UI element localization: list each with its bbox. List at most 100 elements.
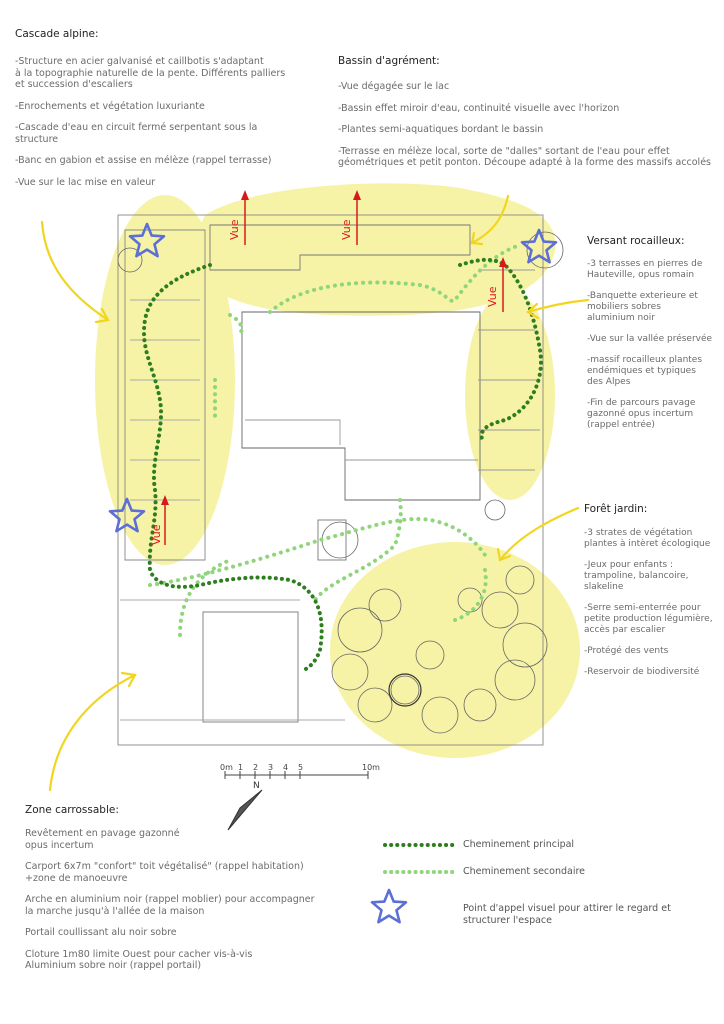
secondary-path	[453, 568, 488, 622]
arrow-versant-head	[526, 302, 540, 320]
scale-bar: 0m 1 2 3 4 5 10m	[220, 763, 380, 779]
tree	[463, 688, 497, 722]
sketch-bench	[317, 519, 347, 561]
secondary-path	[268, 243, 522, 314]
cascade-item: -Banc en gabion et assise en mélèze (rap…	[15, 155, 272, 166]
legend-star-icon	[370, 888, 408, 924]
tree	[337, 607, 383, 653]
versant-item: -Fin de parcours pavage gazonné opus inc…	[587, 398, 696, 430]
highlight-versant	[465, 290, 555, 500]
sketch-carport	[202, 611, 299, 723]
tree	[494, 659, 536, 701]
focal-stars	[108, 222, 558, 533]
star-icon	[520, 228, 558, 264]
zone-item: Carport 6x7m "confort" toit végétalisé" …	[25, 861, 304, 884]
secondary-path	[228, 313, 244, 334]
sketch-terrace-top	[209, 224, 471, 271]
foret-item: -Serre semi-enterrée pour petite product…	[584, 603, 713, 635]
highlight-foret	[330, 542, 580, 758]
view-label: Vue	[340, 219, 353, 240]
view-label: Vue	[150, 524, 163, 545]
tree	[390, 675, 420, 705]
view-label: Vue	[486, 286, 499, 307]
scale-label: 1	[238, 763, 243, 772]
bassin-title: Bassin d'agrément:	[338, 55, 440, 67]
tree	[481, 591, 519, 629]
zone-item: Revêtement en pavage gazonné opus incert…	[25, 828, 180, 851]
tree	[505, 565, 535, 595]
secondary-paths	[148, 243, 522, 637]
sketch-versant-terraces	[478, 269, 540, 471]
scale-label: 10m	[362, 763, 380, 772]
bassin-item: -Terrasse en mélèze local, sorte de "dal…	[338, 145, 711, 169]
foret-item: -Jeux pour enfants : trampoline, balanco…	[584, 560, 689, 592]
versant-description: -3 terrasses en pierres de Hauteville, o…	[587, 259, 722, 441]
main-path	[142, 263, 324, 672]
legend-symbols	[370, 843, 460, 924]
tree	[331, 653, 369, 691]
zone-item: Cloture 1m80 limite Ouest pour cacher vi…	[25, 948, 253, 972]
arrow-versant	[526, 298, 590, 314]
versant-item: -Banquette exterieure et mobiliers sobre…	[587, 291, 698, 323]
zone-title: Zone carrossable:	[25, 804, 119, 816]
legend-star-label: Point d'appel visuel pour attirer le reg…	[463, 903, 671, 926]
versant-item: -3 terrasses en pierres de Hauteville, o…	[587, 259, 703, 280]
cascade-title: Cascade alpine:	[15, 28, 99, 40]
foret-item: -3 strates de végétation plantes à intèr…	[584, 528, 711, 549]
tree	[421, 696, 459, 734]
tree	[321, 521, 359, 559]
view-label: Vue	[228, 219, 241, 240]
svg-text:N: N	[253, 781, 260, 791]
pointer-arrows	[40, 194, 590, 792]
sketch-driveway	[120, 599, 345, 721]
view-arrows: Vue Vue Vue Vue	[150, 190, 507, 545]
serre-greenhouse	[388, 673, 422, 707]
arrow-bassin-head	[470, 231, 484, 246]
scale-label: 3	[268, 763, 273, 772]
sketch-cascade-steps	[130, 299, 200, 501]
bassin-description: -Vue dégagée sur le lac -Bassin effet mi…	[338, 81, 723, 179]
north-arrow-icon: N	[227, 781, 263, 831]
scale-label: 5	[298, 763, 303, 772]
cascade-item: -Structure en acier galvanisé et caillbo…	[15, 56, 286, 90]
secondary-path	[178, 558, 232, 637]
foret-description: -3 strates de végétation plantes à intèr…	[584, 528, 722, 688]
main-paths	[142, 257, 543, 672]
legend-principal-label: Cheminement principal	[463, 839, 575, 850]
secondary-path	[313, 498, 403, 602]
versant-item: -Vue sur la vallée préservée	[587, 334, 713, 344]
tree	[502, 622, 548, 668]
view-arrow-1: Vue	[228, 190, 249, 245]
scale-label: 2	[253, 763, 258, 772]
zone-highlights	[95, 183, 580, 758]
legend-secondary-label: Cheminement secondaire	[463, 866, 586, 877]
arrow-foret-head	[496, 547, 512, 562]
arrow-bassin	[470, 194, 510, 245]
versant-item: -massif rocailleux plantes endémiques et…	[587, 355, 703, 387]
scale-label: 4	[283, 763, 288, 772]
sketch-house	[241, 311, 481, 501]
view-arrow-4: Vue	[150, 495, 169, 545]
star-icon	[128, 222, 166, 258]
tree	[357, 687, 393, 723]
tree	[415, 640, 445, 670]
cascade-item: -Vue sur le lac mise en valeur	[15, 176, 156, 188]
tree	[526, 231, 564, 269]
tree	[484, 499, 506, 521]
arrow-cascade	[40, 220, 110, 322]
secondary-path	[148, 517, 490, 587]
cascade-item: -Cascade d'eau en circuit fermé serpenta…	[15, 122, 258, 145]
arrow-cascade-head	[94, 307, 110, 324]
sketch-cascade-structure	[124, 229, 206, 561]
arrow-zone-head	[120, 671, 137, 688]
highlight-bassin	[190, 183, 556, 316]
cascade-description: -Structure en acier galvanisé et caillbo…	[15, 56, 315, 198]
versant-title: Versant rocailleux:	[587, 235, 685, 247]
arrow-zone	[48, 673, 137, 792]
foret-title: Forêt jardin:	[584, 503, 648, 515]
arrow-foret	[498, 506, 580, 562]
zone-description: Revêtement en pavage gazonné opus incert…	[25, 828, 355, 982]
foret-item: -Reservoir de biodiversité	[584, 667, 700, 677]
star-icon	[108, 497, 146, 533]
